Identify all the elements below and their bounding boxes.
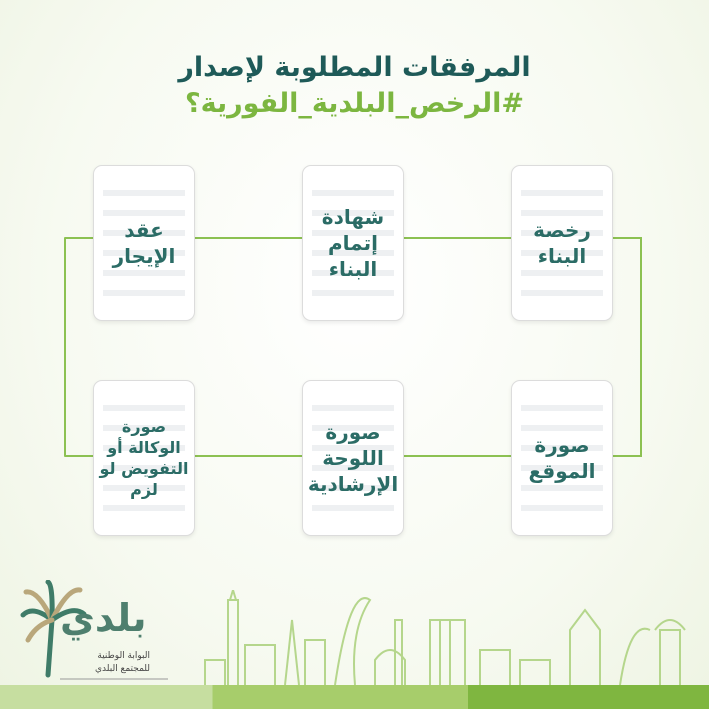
document-line bbox=[103, 465, 185, 471]
document-line bbox=[103, 230, 185, 236]
logo-wordmark: بلدي bbox=[60, 596, 147, 640]
document-line bbox=[521, 270, 603, 276]
document-line bbox=[521, 425, 603, 431]
document-line bbox=[103, 270, 185, 276]
document-line bbox=[103, 190, 185, 196]
document-line bbox=[312, 445, 394, 451]
document-label: صورة الموقع bbox=[528, 433, 596, 483]
connector-right bbox=[640, 237, 642, 457]
logo-tagline-2: للمجتمع البلدي bbox=[94, 664, 150, 674]
document-line bbox=[312, 465, 394, 471]
document-line bbox=[103, 485, 185, 491]
document-line bbox=[312, 405, 394, 411]
document-card: صورة الموقع bbox=[511, 380, 613, 536]
document-line bbox=[312, 270, 394, 276]
document-card: صورة اللوحة الإرشادية bbox=[302, 380, 404, 536]
document-line bbox=[103, 290, 185, 296]
document-line bbox=[521, 290, 603, 296]
document-line bbox=[312, 505, 394, 511]
connector-left bbox=[64, 237, 66, 457]
document-line bbox=[521, 190, 603, 196]
document-line bbox=[521, 230, 603, 236]
document-label: عقد الإيجار bbox=[112, 218, 176, 268]
document-card: صورة الوكالة أو التفويض لو لزم bbox=[93, 380, 195, 536]
document-line bbox=[103, 250, 185, 256]
document-line bbox=[521, 210, 603, 216]
document-line bbox=[312, 250, 394, 256]
document-card: عقد الإيجار bbox=[93, 165, 195, 321]
palm-logo-icon bbox=[20, 580, 168, 680]
document-line bbox=[521, 405, 603, 411]
document-label: صورة اللوحة الإرشادية bbox=[307, 420, 399, 496]
document-label: شهادة إتمام البناء bbox=[321, 205, 385, 281]
document-line bbox=[521, 445, 603, 451]
document-label: رخصة البناء bbox=[533, 218, 591, 268]
document-line bbox=[521, 505, 603, 511]
document-line bbox=[103, 445, 185, 451]
document-line bbox=[103, 405, 185, 411]
document-line bbox=[103, 505, 185, 511]
logo-tagline-1: البوابة الوطنية bbox=[97, 651, 150, 661]
footer-band bbox=[0, 685, 709, 709]
hashtag-subtitle: #الرخص_البلدية_الفورية؟ bbox=[184, 88, 525, 119]
document-label: صورة الوكالة أو التفويض لو لزم bbox=[99, 417, 189, 499]
document-line bbox=[312, 290, 394, 296]
page-title: المرفقات المطلوبة لإصدار bbox=[178, 52, 531, 83]
document-line bbox=[312, 485, 394, 491]
document-card: شهادة إتمام البناء bbox=[302, 165, 404, 321]
document-line bbox=[521, 250, 603, 256]
document-line bbox=[312, 210, 394, 216]
document-line bbox=[312, 230, 394, 236]
document-line bbox=[103, 425, 185, 431]
document-line bbox=[103, 210, 185, 216]
city-skyline-illustration bbox=[204, 590, 686, 685]
logo-tagline: البوابة الوطنية للمجتمع البلدي bbox=[70, 650, 150, 676]
document-card: رخصة البناء bbox=[511, 165, 613, 321]
document-line bbox=[312, 425, 394, 431]
document-line bbox=[312, 190, 394, 196]
document-line bbox=[521, 485, 603, 491]
document-line bbox=[521, 465, 603, 471]
